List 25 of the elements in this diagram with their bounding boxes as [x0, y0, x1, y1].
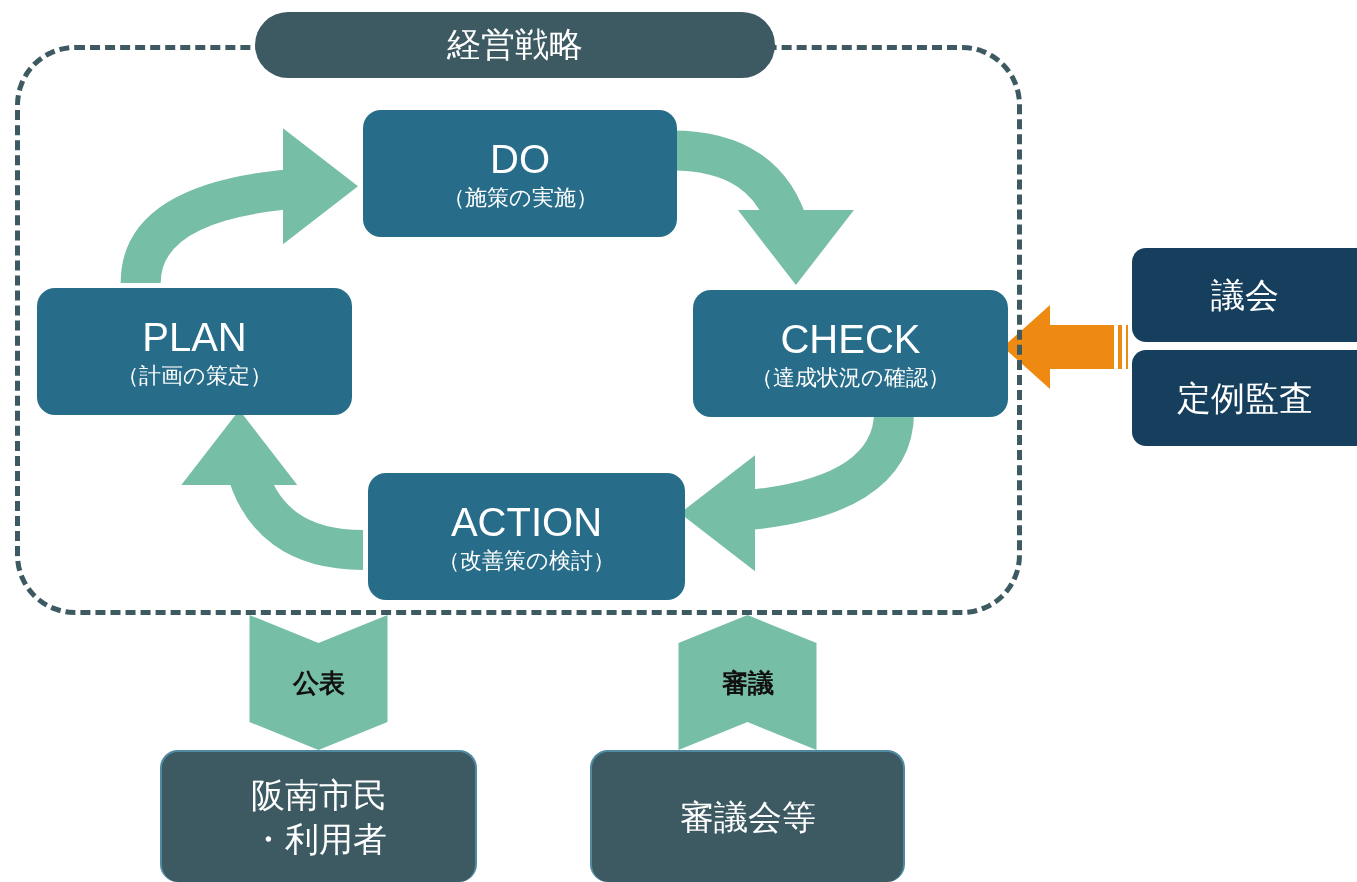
heading-pill: 経営戦略 [255, 12, 775, 78]
process-box [590, 750, 905, 882]
chevron-arrow [249, 615, 388, 750]
process-box [1132, 248, 1357, 342]
process-box [1132, 350, 1357, 446]
edge-label: 審議 [721, 666, 774, 699]
box-subtitle: （達成状況の確認） [751, 363, 950, 392]
process-box [160, 750, 477, 882]
box-subtitle: （改善策の検討） [438, 546, 615, 575]
edge-label: 公表 [292, 666, 345, 699]
box-label: 阪南市民・利用者 [249, 775, 388, 860]
process-box [693, 290, 1008, 417]
process-box [37, 288, 352, 415]
box-title: ACTION [450, 498, 603, 546]
box-subtitle: （計画の策定） [117, 361, 272, 390]
box-label: 議会 [1209, 275, 1280, 316]
process-box [363, 110, 677, 237]
process-box [368, 473, 685, 600]
box-subtitle: （施策の実施） [442, 183, 598, 212]
box-label: 定例監査 [1175, 378, 1314, 419]
box-title: PLAN [142, 313, 247, 361]
box-label: 審議会等 [678, 797, 817, 838]
box-title: DO [490, 135, 550, 183]
box-title: CHECK [780, 315, 921, 363]
chevron-arrow [678, 615, 817, 750]
